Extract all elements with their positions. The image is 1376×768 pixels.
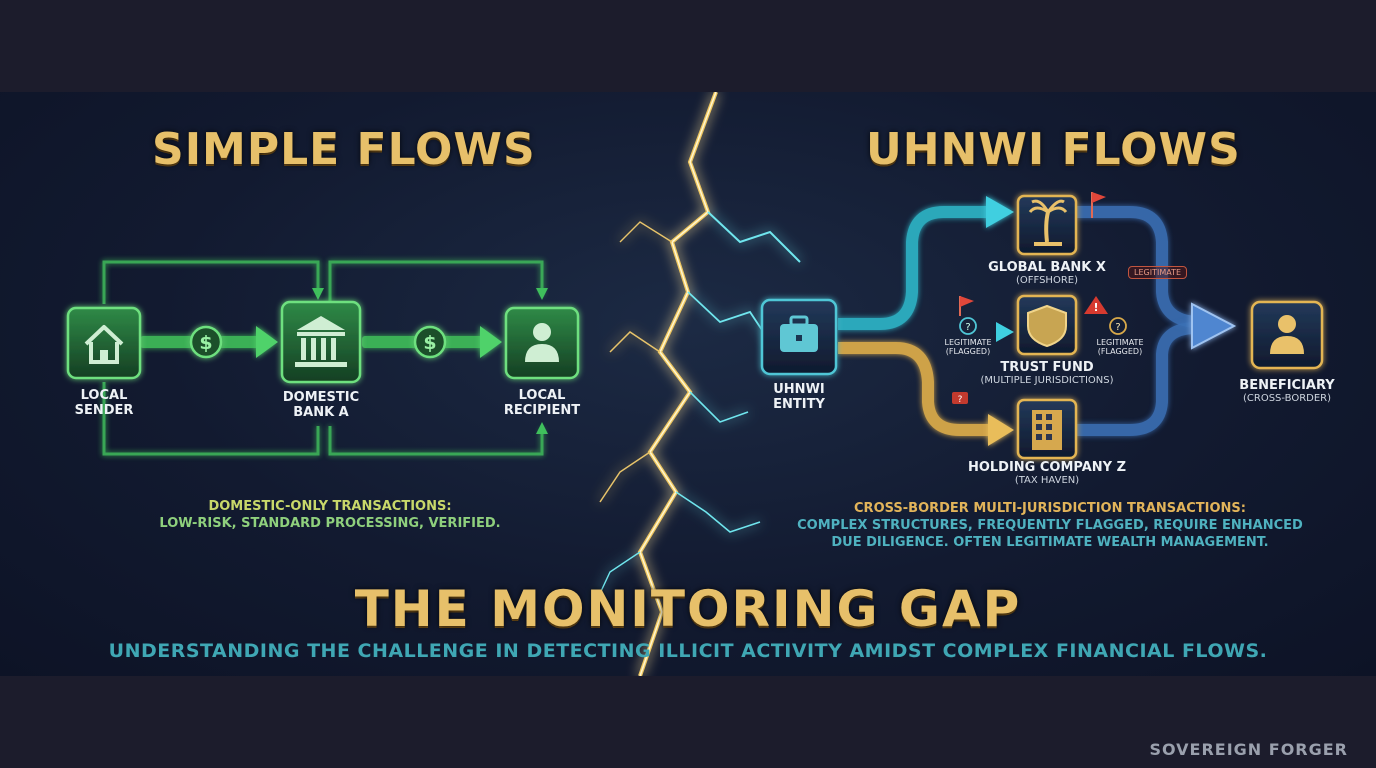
holding-company-label: HOLDING COMPANY Z (TAX HAVEN) bbox=[957, 460, 1137, 487]
legitimate-flagged-tag-left: LEGITIMATE (FLAGGED) bbox=[936, 338, 1000, 356]
loop-arrowhead bbox=[536, 288, 548, 300]
tag-left-line2: (FLAGGED) bbox=[945, 347, 991, 356]
diagram-artwork: $ $ bbox=[66, 92, 1324, 676]
loop-top-right bbox=[328, 260, 544, 304]
red-flag-icon: ? bbox=[952, 392, 968, 405]
flag-question: ? bbox=[958, 395, 963, 405]
dollar-coin-icon: $ bbox=[413, 325, 447, 359]
shield-icon bbox=[1027, 304, 1067, 348]
question-circle-icon: ? bbox=[959, 317, 977, 335]
bank-icon bbox=[295, 316, 347, 367]
warning-mark: ! bbox=[1093, 301, 1098, 314]
legitimate-pill: LEGITIMATE bbox=[1128, 266, 1188, 279]
dollar-coin-icon: $ bbox=[189, 325, 223, 359]
global-bank-node bbox=[1016, 194, 1078, 256]
path-to-global-bank bbox=[838, 206, 990, 330]
tag-right-line2: (FLAGGED) bbox=[1097, 347, 1143, 356]
brand-watermark: SOVEREIGN FORGER bbox=[1149, 740, 1348, 759]
uhnwi-caption-line3: DUE DILIGENCE. OFTEN LEGITIMATE WEALTH M… bbox=[831, 535, 1269, 550]
domestic-bank-node bbox=[280, 300, 362, 384]
uhnwi-entity-label: UHNWI ENTITY bbox=[754, 382, 844, 412]
beneficiary-name: BENEFICIARY bbox=[1239, 378, 1335, 393]
red-flag-icon bbox=[959, 296, 974, 316]
house-icon bbox=[84, 325, 124, 364]
monitoring-gap-title: THE MONITORING GAP bbox=[354, 580, 1022, 638]
local-recipient-node bbox=[504, 306, 580, 380]
arrowhead-trust-fund bbox=[996, 322, 1014, 342]
beneficiary-label: BENEFICIARY (CROSS-BORDER) bbox=[1232, 378, 1342, 405]
red-flag-icon bbox=[1091, 192, 1106, 218]
briefcase-icon bbox=[780, 315, 818, 352]
simple-flows-title: SIMPLE FLOWS bbox=[152, 124, 536, 175]
legitimate-flagged-tag-right: LEGITIMATE (FLAGGED) bbox=[1088, 338, 1152, 356]
loop-arrowhead bbox=[312, 288, 324, 300]
local-sender-node bbox=[66, 306, 142, 380]
bank-line1: DOMESTIC bbox=[282, 390, 360, 405]
uhnwi-flow-diagram: ? ? ? ! bbox=[760, 192, 1324, 460]
uhnwi-flow-caption: CROSS-BORDER MULTI-JURISDICTION TRANSACT… bbox=[780, 500, 1320, 551]
bank-line2: BANK A bbox=[293, 405, 349, 420]
loop-arrowhead bbox=[536, 422, 548, 434]
trust-fund-name: TRUST FUND bbox=[1000, 360, 1094, 375]
local-recipient-label: LOCAL RECIPIENT bbox=[496, 388, 588, 418]
entity-line2: ENTITY bbox=[773, 397, 825, 412]
recipient-line1: LOCAL bbox=[518, 388, 566, 403]
holding-name: HOLDING COMPANY Z bbox=[967, 460, 1127, 475]
arrowhead-global-bank bbox=[986, 196, 1014, 228]
bottom-letterbox bbox=[0, 676, 1376, 768]
uhnwi-flows-title: UHNWI FLOWS bbox=[866, 124, 1241, 175]
holding-company-node bbox=[1016, 398, 1078, 460]
tag-right-line1: LEGITIMATE bbox=[1096, 338, 1144, 347]
sender-line1: LOCAL bbox=[80, 388, 128, 403]
global-bank-name: GLOBAL BANK X bbox=[988, 260, 1106, 275]
question-mark: ? bbox=[1115, 322, 1120, 333]
top-letterbox bbox=[0, 0, 1376, 92]
infographic-panel: $ $ bbox=[0, 92, 1376, 676]
simple-flow-diagram: $ $ bbox=[66, 260, 580, 456]
monitoring-gap-subtitle: UNDERSTANDING THE CHALLENGE IN DETECTING… bbox=[108, 640, 1268, 662]
global-bank-label: GLOBAL BANK X (OFFSHORE) bbox=[977, 260, 1117, 287]
question-circle-icon: ? bbox=[1109, 317, 1127, 335]
simple-caption-line1: DOMESTIC-ONLY TRANSACTIONS: bbox=[208, 499, 452, 514]
uhnwi-entity-node bbox=[760, 298, 838, 376]
person-icon bbox=[525, 323, 559, 362]
sender-line2: SENDER bbox=[74, 403, 134, 418]
entity-line1: UHNWI bbox=[773, 382, 825, 397]
flow-arrowhead-2 bbox=[480, 326, 502, 358]
holding-sub: (TAX HAVEN) bbox=[1014, 475, 1080, 486]
simple-flow-caption: DOMESTIC-ONLY TRANSACTIONS: LOW-RISK, ST… bbox=[140, 498, 520, 532]
recipient-line2: RECIPIENT bbox=[503, 403, 581, 418]
path-global-to-beneficiary bbox=[1076, 206, 1197, 328]
path-holding-to-beneficiary bbox=[1076, 322, 1197, 436]
flow-arrowhead-1 bbox=[256, 326, 278, 358]
coin-symbol: $ bbox=[199, 332, 212, 354]
question-mark: ? bbox=[965, 322, 970, 333]
building-icon bbox=[1032, 410, 1062, 450]
person-icon bbox=[1270, 315, 1304, 354]
coin-symbol: $ bbox=[423, 332, 436, 354]
trust-fund-label: TRUST FUND (MULTIPLE JURISDICTIONS) bbox=[967, 360, 1127, 387]
beneficiary-sub: (CROSS-BORDER) bbox=[1242, 393, 1332, 404]
local-sender-label: LOCAL SENDER bbox=[64, 388, 144, 418]
path-to-holding-company bbox=[838, 342, 992, 436]
simple-caption-line2: LOW-RISK, STANDARD PROCESSING, VERIFIED. bbox=[159, 516, 501, 531]
global-bank-sub: (OFFSHORE) bbox=[1015, 275, 1078, 286]
trust-fund-node bbox=[1016, 294, 1078, 356]
palm-tree-icon bbox=[1028, 199, 1068, 246]
uhnwi-caption-line2: COMPLEX STRUCTURES, FREQUENTLY FLAGGED, … bbox=[797, 518, 1303, 533]
beneficiary-node bbox=[1250, 300, 1324, 370]
loop-bottom-left bbox=[102, 382, 320, 456]
tag-left-line1: LEGITIMATE bbox=[944, 338, 992, 347]
lightning-divider bbox=[595, 92, 801, 676]
warning-triangle-icon: ! bbox=[1084, 296, 1108, 314]
arrowhead-beneficiary bbox=[1191, 302, 1237, 350]
loop-bottom-right bbox=[328, 426, 544, 456]
domestic-bank-label: DOMESTIC BANK A bbox=[276, 390, 366, 420]
arrowhead-holding bbox=[988, 414, 1014, 446]
loop-top-left bbox=[102, 260, 320, 304]
trust-fund-sub: (MULTIPLE JURISDICTIONS) bbox=[980, 375, 1114, 386]
uhnwi-caption-line1: CROSS-BORDER MULTI-JURISDICTION TRANSACT… bbox=[854, 501, 1246, 516]
